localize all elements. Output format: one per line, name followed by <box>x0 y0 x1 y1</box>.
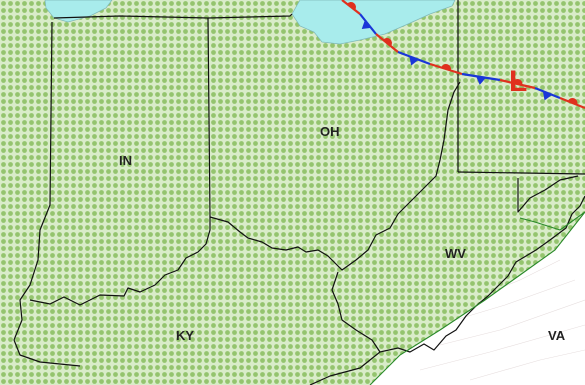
stationary-front <box>341 0 585 110</box>
state-label-kentucky: KY <box>176 328 194 343</box>
front-warm-symbol <box>567 98 578 105</box>
front-warm-symbol <box>512 79 523 86</box>
state-label-ohio: OH <box>320 124 340 139</box>
front-cold-symbol <box>409 56 419 66</box>
state-label-virginia: VA <box>548 328 566 343</box>
front-cold-symbol <box>361 20 372 29</box>
front-cold-symbol <box>476 76 486 85</box>
lake-erie <box>291 0 456 45</box>
front-warm-symbol <box>383 38 392 47</box>
low-pressure-label: L <box>509 65 527 98</box>
state-label-indiana: IN <box>119 153 132 168</box>
lake-michigan <box>44 0 113 23</box>
front-warm-symbol <box>441 64 451 71</box>
precipitation-outline <box>369 211 585 385</box>
front-warm-symbol <box>347 2 356 11</box>
state-borders <box>13 0 585 385</box>
front-cold-symbol <box>542 91 553 101</box>
state-label-west-virginia: WV <box>445 246 466 261</box>
